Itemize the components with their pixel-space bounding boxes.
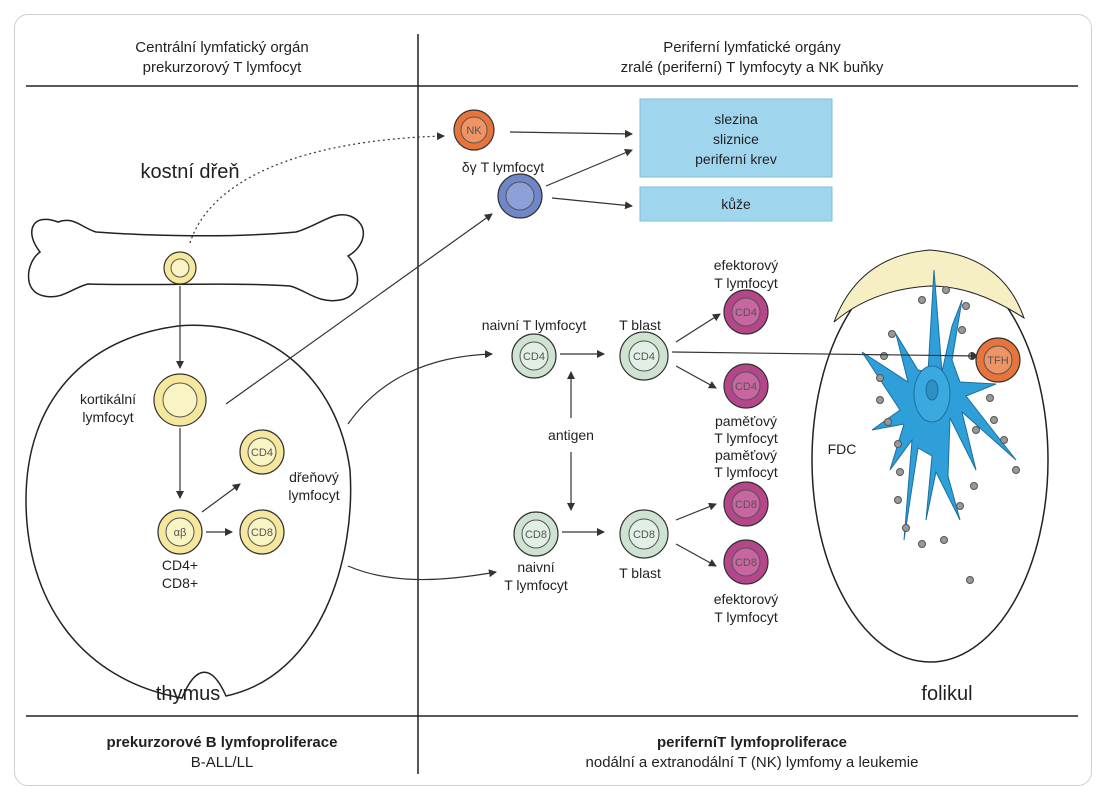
effector-cd8-label: CD8 <box>735 557 757 569</box>
memory-a-label-1: paměťový <box>715 413 777 429</box>
effector-bottom-label-2: T lymfocyt <box>714 609 778 625</box>
tissue-blood: periferní krev <box>695 151 777 167</box>
skin-label: kůže <box>721 196 751 212</box>
cd4-medullary-cell: CD4 <box>239 429 285 475</box>
tfh-cell-label: TFH <box>987 355 1008 367</box>
ab-cell-label: αβ <box>174 527 187 539</box>
follicle-label: folikul <box>921 683 972 705</box>
naive-bottom-label-2: T lymfocyt <box>504 577 568 593</box>
arrows <box>176 129 979 581</box>
ab-cell: αβ <box>157 509 203 555</box>
memory-cd8-label: CD8 <box>735 499 757 511</box>
nk-cell-label: NK <box>466 125 482 137</box>
cd8-medullary-cell: CD8 <box>239 509 285 555</box>
memory-cd4-label: CD4 <box>735 381 757 393</box>
effector-top-label-1: efektorový <box>714 257 779 273</box>
blast-cd4-cell: CD4 <box>619 331 669 381</box>
footer-right-bold: periferníT lymfoproliferace <box>657 734 847 751</box>
t-blast-bottom-label: T blast <box>619 565 661 581</box>
fdc-cell <box>861 269 1020 584</box>
header-right-line2: zralé (periferní) T lymfocyty a NK buňky <box>621 59 884 76</box>
naive-cd8-cell: CD8 <box>513 511 559 557</box>
precursor-cell <box>163 251 197 285</box>
cd8plus-label: CD8+ <box>162 575 198 591</box>
skin-box: kůže <box>639 186 833 222</box>
blast-cd4-label: CD4 <box>633 351 655 363</box>
cd4plus-label: CD4+ <box>162 557 198 573</box>
bone-shape <box>27 213 365 302</box>
header-right-line1: Periferní lymfatické orgány <box>663 39 841 56</box>
header-left-line2: prekurzorový T lymfocyt <box>143 59 302 76</box>
nk-cell: NK <box>453 109 495 151</box>
naive-bottom-label-1: naivní <box>517 559 554 575</box>
cd4-medullary-label: CD4 <box>251 447 273 459</box>
antigen-label: antigen <box>548 427 594 443</box>
naive-top-label: naivní T lymfocyt <box>482 317 587 333</box>
memory-cd4-cell: CD4 <box>723 363 769 409</box>
effector-cd4-label: CD4 <box>735 307 757 319</box>
cd8-medullary-label: CD8 <box>251 527 273 539</box>
blast-cd8-cell: CD8 <box>619 509 669 559</box>
memory-cd8-cell: CD8 <box>723 481 769 527</box>
tissue-box: slezina sliznice periferní krev <box>639 98 833 178</box>
cortical-label-2: lymfocyt <box>82 409 133 425</box>
effector-cd8-cell: CD8 <box>723 539 769 585</box>
memory-b-label-2: T lymfocyt <box>714 464 778 480</box>
footer-left-sub: B-ALL/LL <box>191 754 254 771</box>
cortical-label-1: kortikální <box>80 391 136 407</box>
t-blast-top-label: T blast <box>619 317 661 333</box>
medullary-label-1: dřeňový <box>289 469 339 485</box>
memory-a-label-2: T lymfocyt <box>714 430 778 446</box>
effector-top-label-2: T lymfocyt <box>714 275 778 291</box>
fdc-label: FDC <box>828 441 857 457</box>
cortical-cell <box>153 373 207 427</box>
effector-cd4-cell: CD4 <box>723 289 769 335</box>
footer-right-sub: nodální a extranodální T (NK) lymfomy a … <box>586 754 919 771</box>
medullary-label-2: lymfocyt <box>288 487 339 503</box>
effector-bottom-label-1: efektorový <box>714 591 779 607</box>
memory-b-label-1: paměťový <box>715 447 777 463</box>
header-left-line1: Centrální lymfatický orgán <box>135 39 308 56</box>
thymus-label: thymus <box>156 683 220 705</box>
blast-cd8-label: CD8 <box>633 529 655 541</box>
tissue-spleen: slezina <box>714 111 758 127</box>
naive-cd8-label: CD8 <box>525 529 547 541</box>
naive-cd4-cell: CD4 <box>511 333 557 379</box>
gd-t-cell <box>497 173 543 219</box>
footer-left-bold: prekurzorové B lymfoproliferace <box>107 734 338 751</box>
gd-t-label: δγ T lymfocyt <box>462 159 544 175</box>
tfh-cell: TFH <box>975 337 1021 383</box>
tissue-mucosa: sliznice <box>713 131 759 147</box>
naive-cd4-label: CD4 <box>523 351 545 363</box>
bone-marrow-label: kostní dřeň <box>141 161 240 183</box>
